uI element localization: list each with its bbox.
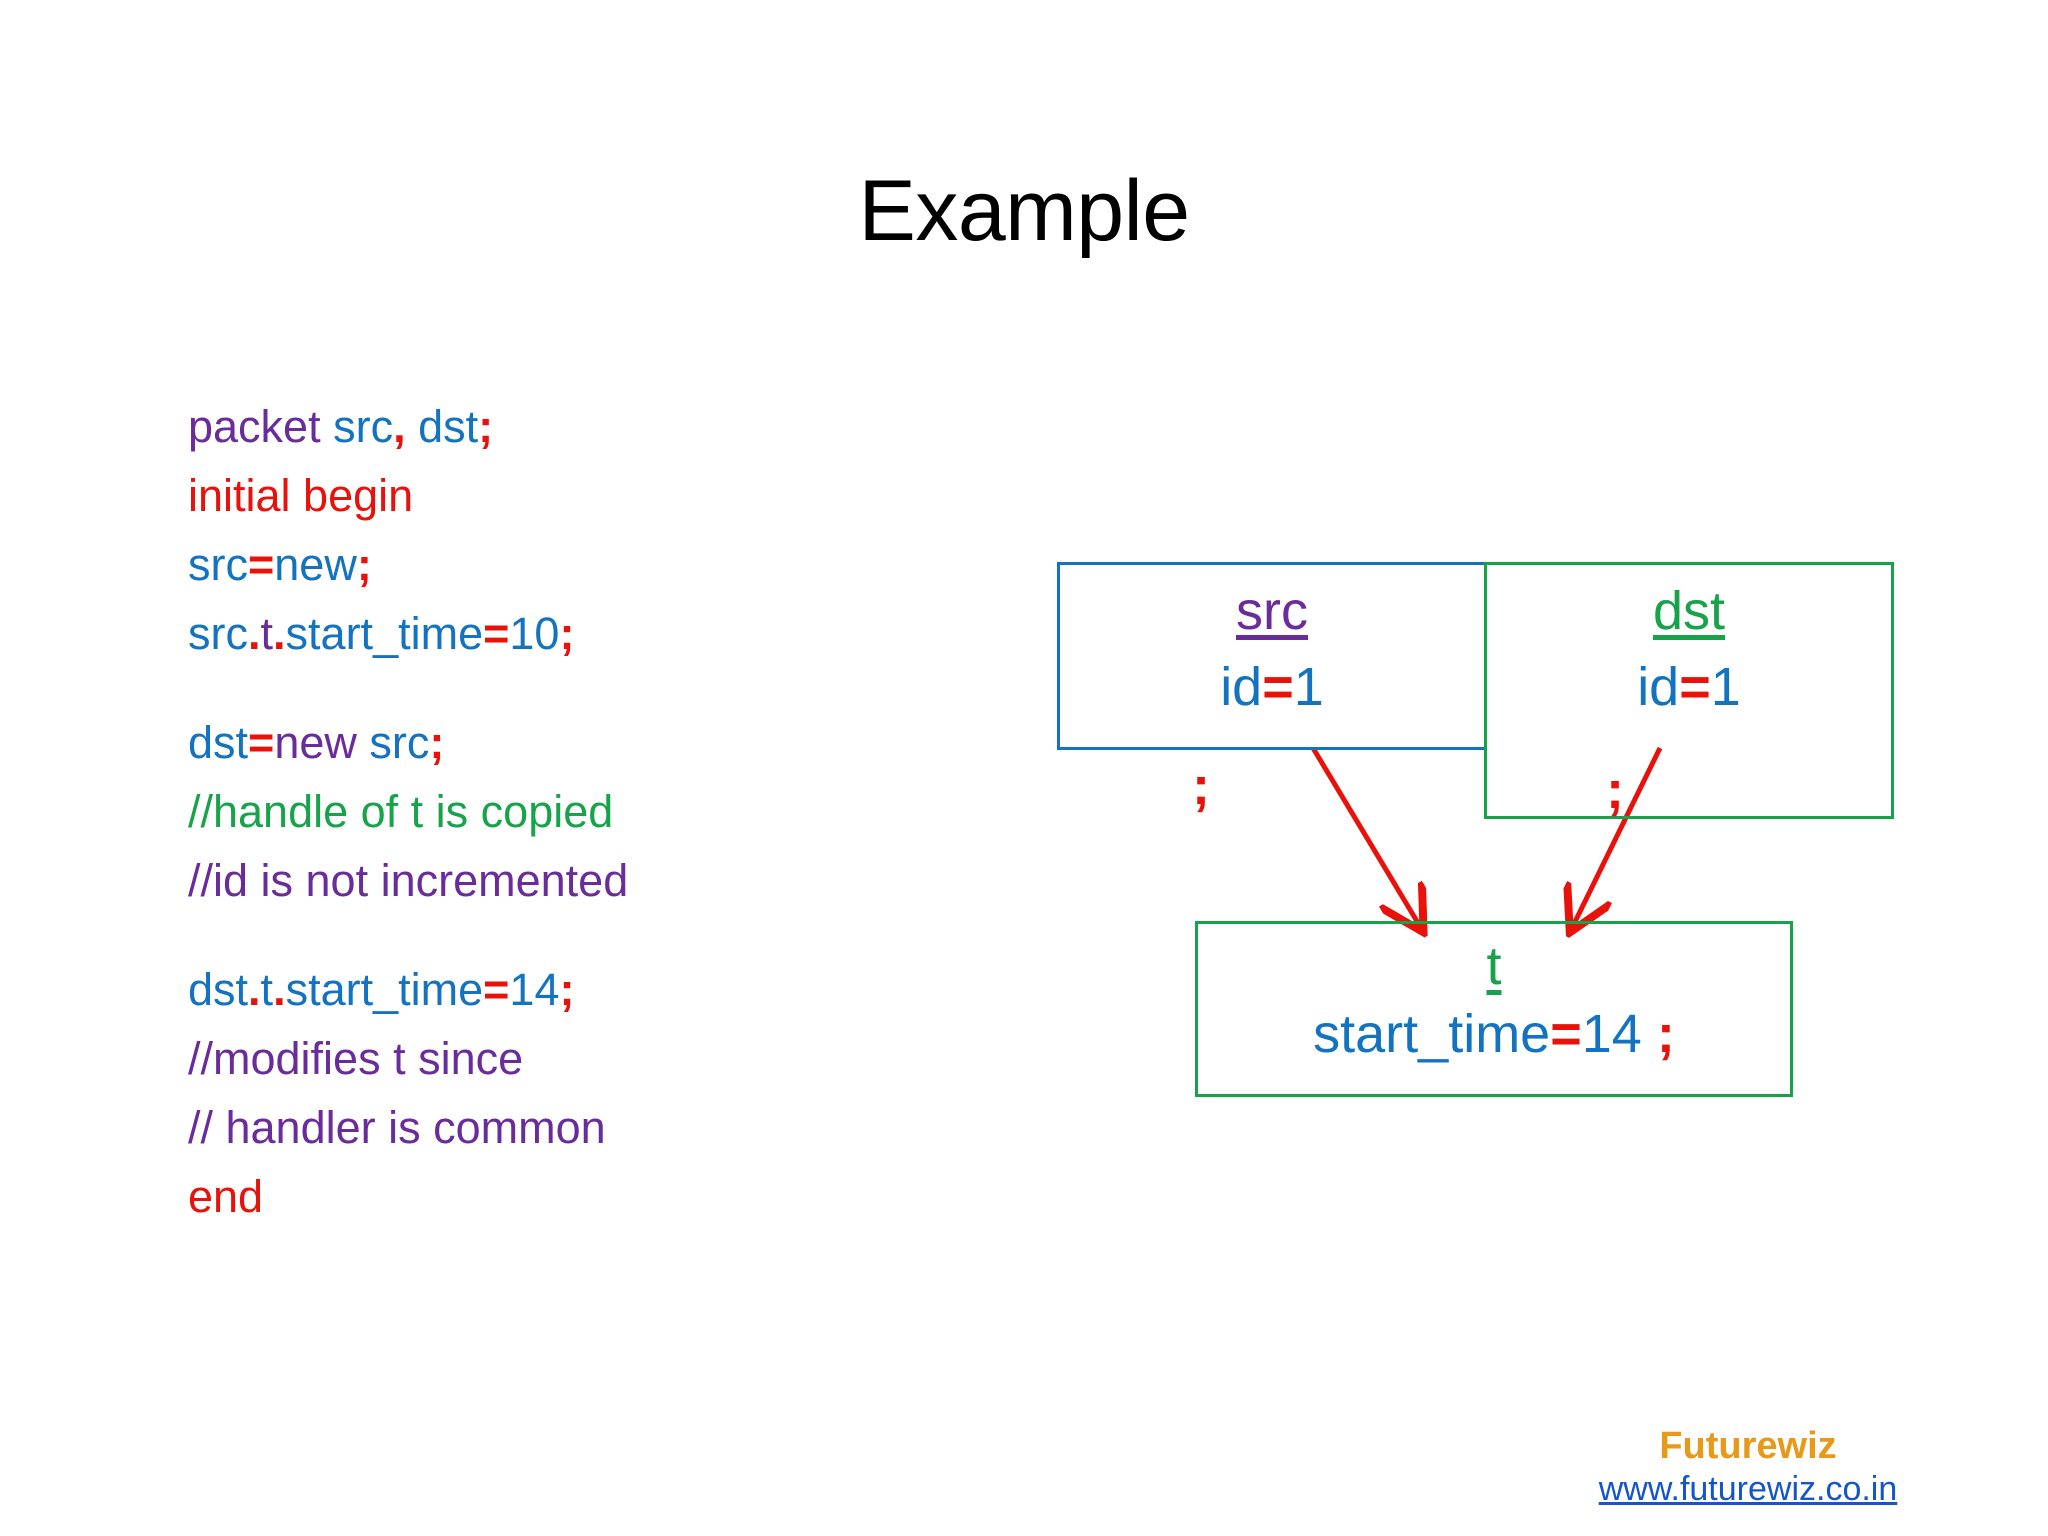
code-token: dst xyxy=(418,401,479,452)
code-token: t xyxy=(260,608,274,659)
stray-semicolon-src: ; xyxy=(1192,756,1210,816)
code-block: dst.t.start_time=14; //modifies t since … xyxy=(188,955,668,1231)
code-token: ; xyxy=(356,539,372,590)
field-value: 1 xyxy=(1293,657,1324,717)
field-value: 1 xyxy=(1710,657,1741,717)
field-terminator: ; xyxy=(1656,1004,1675,1064)
code-line: initial begin xyxy=(188,461,668,530)
code-token: //handle of t is copied xyxy=(188,786,614,837)
code-token: ; xyxy=(559,964,575,1015)
object-box-src-title: src xyxy=(1236,581,1308,641)
code-block: dst=new src; //handle of t is copied //i… xyxy=(188,708,668,915)
code-token: packet xyxy=(188,401,321,452)
field-value: 14 xyxy=(1581,1004,1642,1064)
code-token: 14 xyxy=(509,964,560,1015)
code-token: src xyxy=(188,539,248,590)
code-token: dst xyxy=(188,717,249,768)
code-token: new xyxy=(274,717,357,768)
code-token: . xyxy=(273,964,286,1015)
object-box-src: src id=1 xyxy=(1057,562,1487,750)
code-line: src.t.start_time=10; xyxy=(188,599,668,668)
code-token: initial begin xyxy=(188,470,414,521)
code-token: . xyxy=(248,608,261,659)
object-box-t-field: start_time=14 ; xyxy=(1198,1004,1790,1064)
code-token: . xyxy=(248,964,261,1015)
code-token: = xyxy=(483,964,510,1015)
object-box-dst: dst id=1 xyxy=(1484,562,1894,819)
code-token xyxy=(406,401,419,452)
field-operator: = xyxy=(1550,1004,1582,1064)
code-token: src xyxy=(188,608,248,659)
code-token: //id is not incremented xyxy=(188,855,629,906)
object-box-t: t start_time=14 ; xyxy=(1195,921,1793,1097)
code-token: ; xyxy=(478,401,494,452)
code-listing: packet src, dst; initial begin src=new; … xyxy=(188,392,668,1231)
code-comment: //id is not incremented xyxy=(188,846,668,915)
code-token: start_time xyxy=(285,608,484,659)
code-token: //modifies t since xyxy=(188,1033,524,1084)
code-comment: // handler is common end xyxy=(188,1093,668,1231)
code-block: packet src, dst; initial begin src=new; … xyxy=(188,392,668,668)
code-token: ; xyxy=(559,608,575,659)
brand-name: Futurewiz xyxy=(1659,1425,1837,1467)
field-operator: = xyxy=(1679,657,1711,717)
code-line: src=new; xyxy=(188,530,668,599)
code-token: , xyxy=(393,401,406,452)
code-line: dst=new src; xyxy=(188,708,668,777)
page-title: Example xyxy=(858,163,1190,259)
code-token: 10 xyxy=(509,608,560,659)
field-name: id xyxy=(1637,657,1680,717)
code-token: // handler is common xyxy=(188,1102,619,1153)
object-box-t-title: t xyxy=(1486,936,1502,996)
code-token: end xyxy=(188,1171,264,1222)
object-box-dst-field: id=1 xyxy=(1487,657,1891,717)
code-token: start_time xyxy=(285,964,484,1015)
footer-branding: Futurewiz www.futurewiz.co.in xyxy=(1598,1424,1898,1510)
brand-url-link[interactable]: www.futurewiz.co.in xyxy=(1598,1470,1898,1508)
arrow-dst-to-t xyxy=(1572,746,1663,928)
code-token xyxy=(321,401,334,452)
code-token: = xyxy=(248,717,275,768)
code-token: . xyxy=(273,608,286,659)
object-box-src-field: id=1 xyxy=(1060,657,1484,717)
code-token: new xyxy=(274,539,357,590)
code-line: packet src, dst; xyxy=(188,392,668,461)
code-token: t xyxy=(260,964,274,1015)
code-token: = xyxy=(483,608,510,659)
object-box-dst-title: dst xyxy=(1652,581,1726,641)
code-comment: //handle of t is copied xyxy=(188,777,668,846)
field-name: id xyxy=(1220,657,1263,717)
code-line: dst.t.start_time=14; xyxy=(188,955,668,1024)
code-token: = xyxy=(248,539,275,590)
arrow-src-to-t xyxy=(1310,746,1421,928)
code-token xyxy=(357,717,370,768)
stray-semicolon-dst: ; xyxy=(1606,760,1624,820)
code-token: src xyxy=(333,401,394,452)
code-token: src xyxy=(369,717,430,768)
code-comment: //modifies t since xyxy=(188,1024,668,1093)
code-token: dst xyxy=(188,964,249,1015)
code-token: ; xyxy=(429,717,445,768)
field-name: start_time xyxy=(1313,1004,1551,1064)
field-operator: = xyxy=(1262,657,1294,717)
